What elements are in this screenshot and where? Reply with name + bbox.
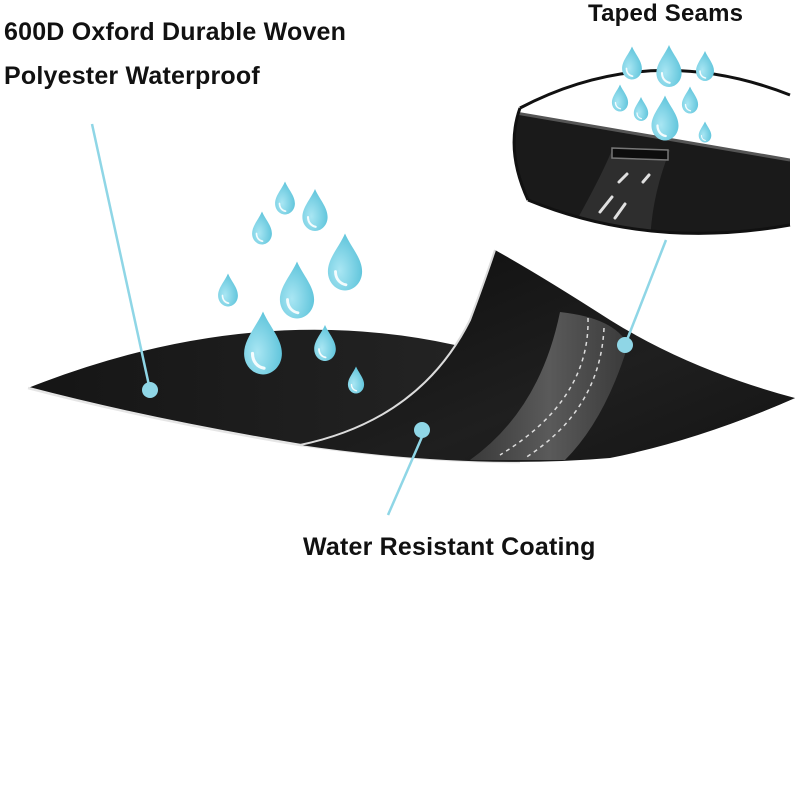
water-droplet-icon xyxy=(695,50,715,82)
seams-label: Taped Seams xyxy=(588,0,744,27)
fabric-flap xyxy=(300,250,795,462)
seam-tape xyxy=(470,312,628,460)
seam-stitch xyxy=(499,317,589,456)
coating-label: Water Resistant Coating xyxy=(303,533,596,561)
leader-dot-icon xyxy=(414,422,430,438)
leader-dot-icon xyxy=(617,337,633,353)
water-droplet-icon xyxy=(326,232,364,292)
seams-leader-line xyxy=(623,239,668,346)
water-droplet-icon xyxy=(621,45,643,81)
water-droplet-icon xyxy=(242,309,284,377)
fabric-label-line1: 600D Oxford Durable Woven xyxy=(4,18,347,46)
water-droplet-icon xyxy=(251,210,273,246)
fabric-label-line2: Polyester Waterproof xyxy=(4,62,260,90)
coating-leader-line xyxy=(386,429,427,516)
water-droplet-icon xyxy=(655,43,683,89)
fabric-leader-line xyxy=(90,123,152,391)
water-droplet-icon xyxy=(278,260,316,320)
seam-stitch xyxy=(524,327,605,459)
seam-closeup xyxy=(512,68,791,235)
water-droplet-icon xyxy=(274,180,296,216)
water-droplet-icon xyxy=(217,272,239,308)
flap-highlight xyxy=(299,249,496,446)
water-droplet-icon xyxy=(301,187,329,233)
leader-dot-icon xyxy=(142,382,158,398)
